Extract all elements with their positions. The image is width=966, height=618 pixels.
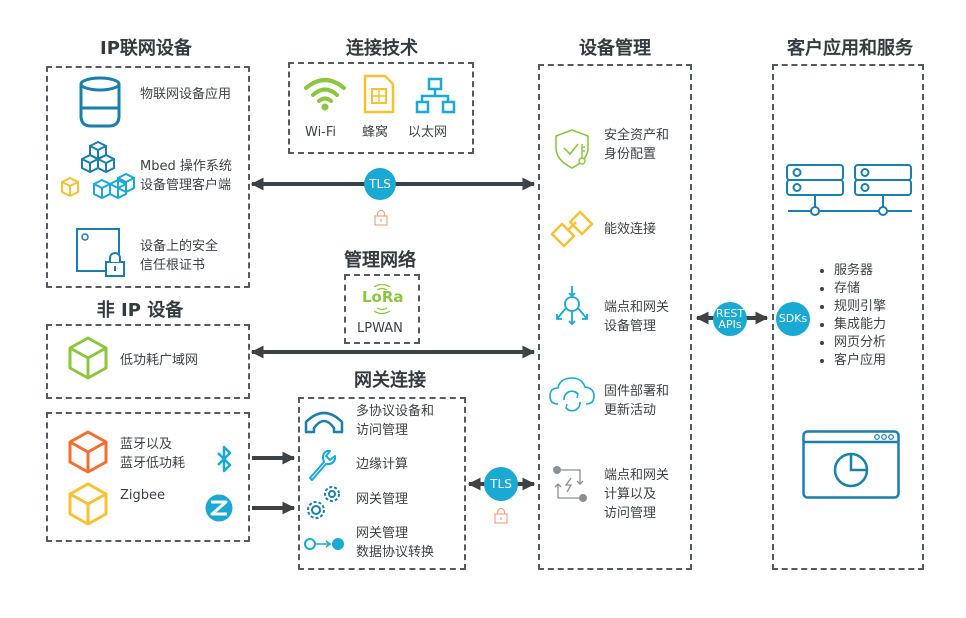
cloud-sync-icon [549, 377, 595, 412]
tls-label: TLS [369, 177, 391, 191]
sim-card-icon [363, 74, 395, 114]
short-range-box [46, 412, 250, 542]
sdks-badge: SDKs [776, 302, 810, 336]
ip-devices-title: IP联网设备 [100, 38, 192, 59]
lora-logo-icon [373, 283, 391, 315]
device-mgmt-label: 固件部署和 更新活动 [604, 384, 670, 418]
device-mgmt-label: 安全资产和 身份配置 [604, 128, 670, 162]
gateway-label: 网关管理 数据协议转换 [356, 526, 435, 560]
wifi-icon [304, 78, 346, 111]
gateway-label: 边缘计算 [356, 457, 409, 472]
lora-logo-text: LoRa [362, 288, 404, 306]
cube-orange-icon [68, 430, 108, 474]
cube-green-icon [68, 336, 108, 380]
service-item: 客户应用 [834, 352, 886, 370]
service-item: 集成能力 [834, 316, 886, 334]
lpwan-label: LPWAN [357, 321, 403, 336]
bluetooth-icon [217, 445, 232, 473]
device-management-box [538, 64, 692, 570]
service-item: 规则引擎 [834, 298, 886, 316]
service-item: 存储 [834, 280, 886, 298]
satellite-icon [550, 210, 594, 248]
customer-apps-box [772, 64, 924, 570]
ip-item-label: Mbed 操作系统 设备管理客户端 [140, 159, 232, 193]
service-item: 服务器 [834, 262, 886, 280]
ethernet-icon [415, 77, 456, 114]
bridge-icon [304, 411, 344, 434]
compute-flow-icon [553, 466, 587, 502]
ip-devices-box [46, 66, 250, 288]
secure-chip-icon [76, 228, 125, 277]
tls-label: TLS [490, 477, 512, 491]
shield-key-icon [555, 129, 589, 169]
customer-services-list: 服务器 存储 规则引擎 集成能力 网页分析 客户应用 [820, 262, 886, 370]
short-range-label: Zigbee [120, 488, 166, 503]
device-mgmt-label: 端点和网关 设备管理 [604, 300, 670, 334]
device-management-title: 设备管理 [579, 38, 651, 59]
device-mgmt-label: 端点和网关 计算以及 访问管理 [604, 468, 670, 521]
lpwan-box [344, 274, 420, 344]
connectivity-label: Wi-Fi [305, 125, 337, 140]
lock-icon [494, 507, 508, 524]
ip-item-label: 物联网设备应用 [140, 87, 232, 102]
cubes-icon [61, 140, 135, 200]
non-ip-lpwan-box [46, 324, 250, 399]
gears-icon [307, 486, 340, 519]
sdks-label: SDKs [778, 312, 808, 325]
endpoint-network-icon [556, 286, 588, 326]
gateway-label: 多协议设备和 访问管理 [356, 404, 435, 438]
connectivity-title: 连接技术 [346, 38, 418, 59]
gateway-label: 网关管理 [356, 492, 409, 507]
rest-apis-label: REST APIs [715, 307, 745, 331]
servers-icon [786, 164, 912, 216]
rest-apis-badge: REST APIs [713, 302, 747, 336]
tls-badge-top: TLS [364, 168, 396, 200]
gateway-title: 网关连接 [354, 370, 426, 391]
zigbee-icon [205, 494, 233, 522]
customer-apps-title: 客户应用和服务 [787, 38, 913, 59]
service-item: 网页分析 [834, 334, 886, 352]
connectivity-box [288, 62, 474, 154]
gateway-box [298, 397, 466, 570]
lock-icon [374, 209, 388, 226]
ip-item-label: 设备上的安全 信任根证书 [140, 239, 219, 273]
smart-speaker-icon [79, 76, 121, 128]
connectivity-label: 蜂窝 [362, 125, 389, 140]
cube-yellow-icon [68, 482, 108, 526]
short-range-label: 蓝牙以及 蓝牙低功耗 [120, 437, 186, 471]
device-mgmt-label: 能效连接 [604, 222, 657, 237]
wrench-icon [309, 450, 336, 481]
data-convert-icon [304, 538, 344, 550]
non-ip-devices-title: 非 IP 设备 [96, 300, 184, 321]
analytics-window-icon [802, 430, 900, 499]
connectivity-label: 以太网 [408, 125, 448, 140]
tls-badge-bottom: TLS [484, 467, 518, 501]
management-network-title: 管理网络 [344, 250, 416, 271]
non-ip-label: 低功耗广域网 [120, 353, 199, 368]
